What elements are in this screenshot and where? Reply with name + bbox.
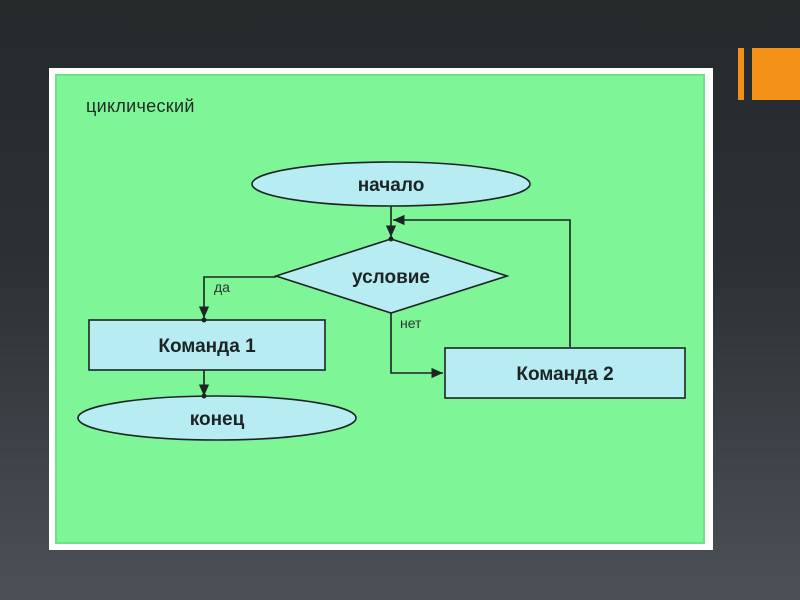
command2-node <box>444 347 686 399</box>
junction-dot <box>201 393 207 399</box>
edge-condition-no <box>390 310 443 379</box>
accent-bar-thin <box>738 48 744 100</box>
command2-node-label: Команда 2 <box>516 364 613 385</box>
diagram-picture-frame <box>49 68 713 550</box>
junction-dot <box>388 236 394 242</box>
command1-node <box>88 319 326 371</box>
diagram-title: циклический <box>86 96 195 116</box>
edge-condition-yes <box>198 276 276 318</box>
junction-dot <box>201 317 207 323</box>
edge-loop-back <box>393 214 571 347</box>
edge-yes-label: да <box>214 279 230 295</box>
start-node-label: начало <box>358 175 425 196</box>
start-node <box>251 161 531 207</box>
condition-node-label: условие <box>352 267 430 288</box>
end-node-label: конец <box>190 409 245 430</box>
edge-no-label: нет <box>400 315 422 331</box>
end-node <box>77 395 357 441</box>
condition-node <box>273 238 510 314</box>
slide-accent <box>738 48 800 100</box>
accent-bar-wide <box>752 48 800 100</box>
command1-node-label: Команда 1 <box>158 336 256 357</box>
